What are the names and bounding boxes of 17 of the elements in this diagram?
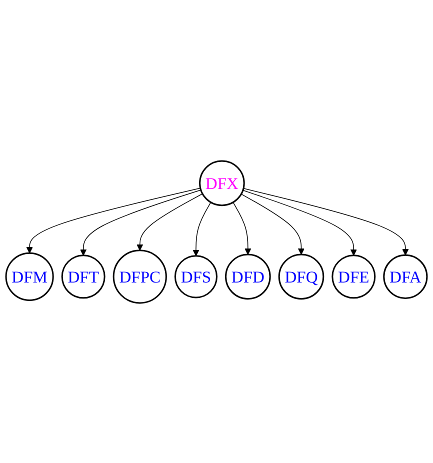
arrow (192, 201, 212, 256)
node-circle: DFT (61, 254, 106, 298)
arrow (136, 192, 203, 250)
arrow (242, 189, 357, 256)
node-circle: DFPC (112, 249, 167, 304)
node-circle: DFD (225, 253, 271, 300)
node-circle: DFX (199, 160, 245, 206)
node-circle: DFS (174, 254, 218, 298)
arrow (240, 193, 305, 254)
arrow (80, 189, 202, 256)
arrow (243, 188, 409, 255)
node-circle: DFQ (278, 253, 324, 300)
node-circle: DFM (5, 252, 54, 300)
node-circle: DFA (383, 254, 428, 298)
arrow (26, 187, 201, 253)
arrow (232, 201, 252, 254)
node-circle: DFE (332, 254, 376, 298)
